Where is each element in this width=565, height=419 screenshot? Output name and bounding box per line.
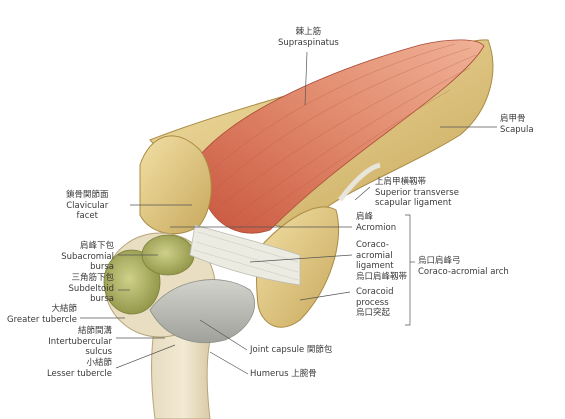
label-clavicular-facet-jp: 鎖骨関節面 — [66, 190, 109, 200]
leader-lines — [80, 51, 497, 375]
acromion-process — [139, 135, 212, 235]
joint-capsule — [149, 279, 255, 344]
label-clavicular-facet-en1: Clavicular — [66, 200, 109, 211]
label-ca-arch-en: Coraco-acromial arch — [418, 266, 509, 277]
label-scapula-jp: 肩甲骨 — [500, 114, 526, 124]
label-coracoid-process: Coracoid process 烏口突起 — [356, 287, 393, 319]
label-lesser-tubercle-en: Lesser tubercle — [46, 368, 112, 379]
label-sulcus-en1: Intertubercular — [48, 336, 112, 347]
label-clavicular-facet-en2: facet — [76, 211, 98, 221]
label-acromion: 肩峰 Acromion — [356, 212, 396, 233]
superior-transverse-ligament — [338, 162, 381, 202]
label-coracoid-en2: process — [356, 297, 389, 308]
label-scapula: 肩甲骨 Scapula — [500, 114, 534, 135]
label-acromion-en: Acromion — [356, 222, 397, 233]
label-coracoid-en1: Coracoid — [356, 287, 394, 297]
label-scapula-en: Scapula — [500, 124, 534, 135]
label-supraspinatus: 棘上筋 Supraspinatus — [278, 27, 339, 48]
label-intertubercular-sulcus: 結節間溝 Intertubercular sulcus — [48, 326, 112, 358]
label-lesser-tubercle: 小結節 Lesser tubercle — [47, 358, 112, 379]
label-subacromial-en1: Subacromial — [61, 251, 114, 262]
label-superior-transverse-en1: Superior transverse — [375, 187, 459, 198]
label-ca-ligament-en2: acromial — [356, 250, 393, 261]
muscle-fibers — [209, 43, 477, 227]
label-subdeltoid-bursa: 三角筋下包 Subdeltoid bursa — [69, 273, 114, 305]
label-greater-tubercle-en: Greater tubercle — [6, 314, 77, 325]
label-acromion-jp: 肩峰 — [356, 212, 374, 222]
label-greater-tubercle: 大結節 Greater tubercle — [7, 304, 77, 325]
label-subdeltoid-en1: Subdeltoid — [68, 283, 114, 294]
label-supraspinatus-jp: 棘上筋 — [295, 27, 322, 37]
label-subdeltoid-jp: 三角筋下包 — [71, 273, 114, 283]
label-ca-ligament-en1: Coraco- — [356, 240, 389, 250]
label-superior-transverse: 上肩甲横靱帯 Superior transverse scapular liga… — [375, 177, 459, 209]
label-coracoid-jp: 烏口突起 — [356, 308, 391, 318]
label-lesser-tubercle-jp: 小結節 — [86, 358, 112, 368]
label-humerus: Humerus 上腕骨 — [250, 369, 317, 379]
label-ca-arch-jp: 烏口肩峰弓 — [418, 256, 461, 266]
label-subacromial-bursa: 肩峰下包 Subacromial bursa — [61, 241, 114, 273]
label-clavicular-facet: 鎖骨関節面 Clavicular facet — [66, 190, 109, 222]
label-joint-capsule: Joint capsule 関節包 — [250, 345, 333, 355]
label-sulcus-en2: sulcus — [85, 347, 112, 357]
label-ca-ligament-jp: 烏口肩峰靱帯 — [356, 271, 408, 282]
ligament-fibers — [193, 231, 299, 281]
label-greater-tubercle-jp: 大結節 — [51, 304, 77, 314]
label-supraspinatus-en: Supraspinatus — [278, 37, 339, 48]
label-coracoacromial-ligament: Coraco- acromial ligament 烏口肩峰靱帯 — [356, 240, 407, 282]
coracoacromial-ligament — [189, 224, 301, 286]
supraspinatus-muscle — [199, 39, 485, 234]
label-sulcus-jp: 結節間溝 — [77, 326, 112, 336]
label-ca-ligament-en3: ligament — [356, 261, 394, 271]
label-superior-transverse-en2: scapular ligament — [375, 198, 452, 208]
label-subacromial-en2: bursa — [90, 262, 114, 272]
label-coracoacromial-arch: 烏口肩峰弓 Coraco-acromial arch — [418, 256, 509, 277]
label-subacromial-jp: 肩峰下包 — [79, 241, 114, 251]
label-superior-transverse-jp: 上肩甲横靱帯 — [375, 177, 427, 187]
label-subdeltoid-en2: bursa — [90, 294, 114, 304]
